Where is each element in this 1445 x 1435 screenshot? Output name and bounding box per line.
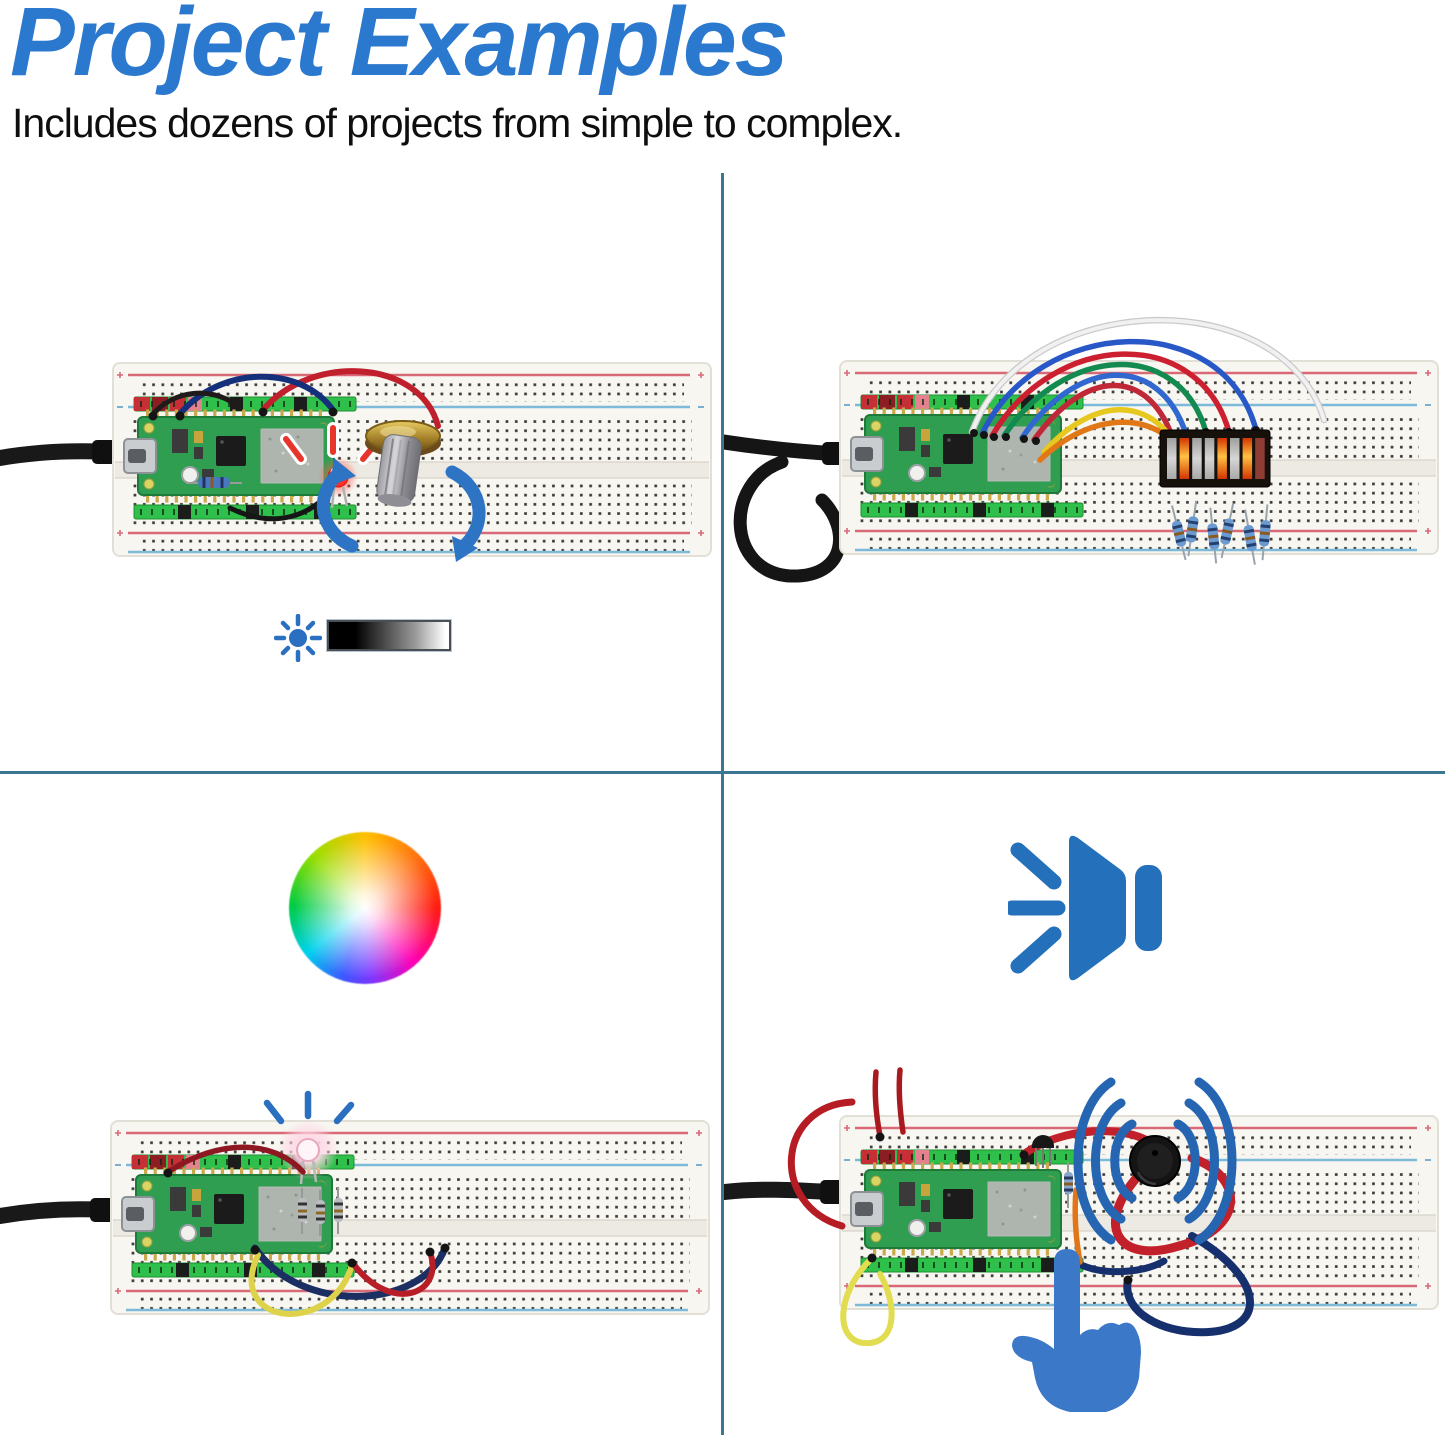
rotate-arrows-icon (316, 458, 486, 562)
jumper-wires (163, 1168, 450, 1317)
potentiometer (365, 420, 441, 507)
photo-breadboard-buzzer-touch (724, 1067, 1445, 1412)
photo-breadboard-led-bargraph (724, 317, 1445, 583)
horizontal-divider (0, 771, 1445, 774)
touch-hand-icon (1012, 1249, 1141, 1412)
page-subtitle: Includes dozens of projects from simple … (12, 100, 903, 146)
usb-cable (0, 440, 120, 466)
page-title: Project Examples (10, 0, 789, 96)
speaker-icon (1008, 835, 1162, 981)
usb-cable (0, 1198, 118, 1224)
resistors (298, 1188, 343, 1236)
led-shine-rays (263, 1090, 355, 1125)
photo-breadboard-rgb-led (0, 1090, 722, 1317)
brightness-sun-icon (274, 614, 322, 662)
resistor (186, 477, 242, 488)
color-wheel (289, 832, 441, 984)
resistor-cluster (1171, 500, 1271, 565)
vertical-divider (721, 173, 724, 1435)
transistor (1032, 1135, 1054, 1168)
photo-breadboard-potentiometer-led (0, 340, 722, 562)
led-bargraph (1159, 429, 1271, 488)
brightness-gradient-bar (327, 620, 451, 651)
usb-cable (724, 434, 850, 583)
usb-cable (724, 1180, 848, 1204)
sound-wave-arcs (1073, 1077, 1237, 1245)
red-wire (165, 1144, 306, 1175)
buzzer (1129, 1135, 1181, 1187)
resistor (1064, 1162, 1073, 1208)
